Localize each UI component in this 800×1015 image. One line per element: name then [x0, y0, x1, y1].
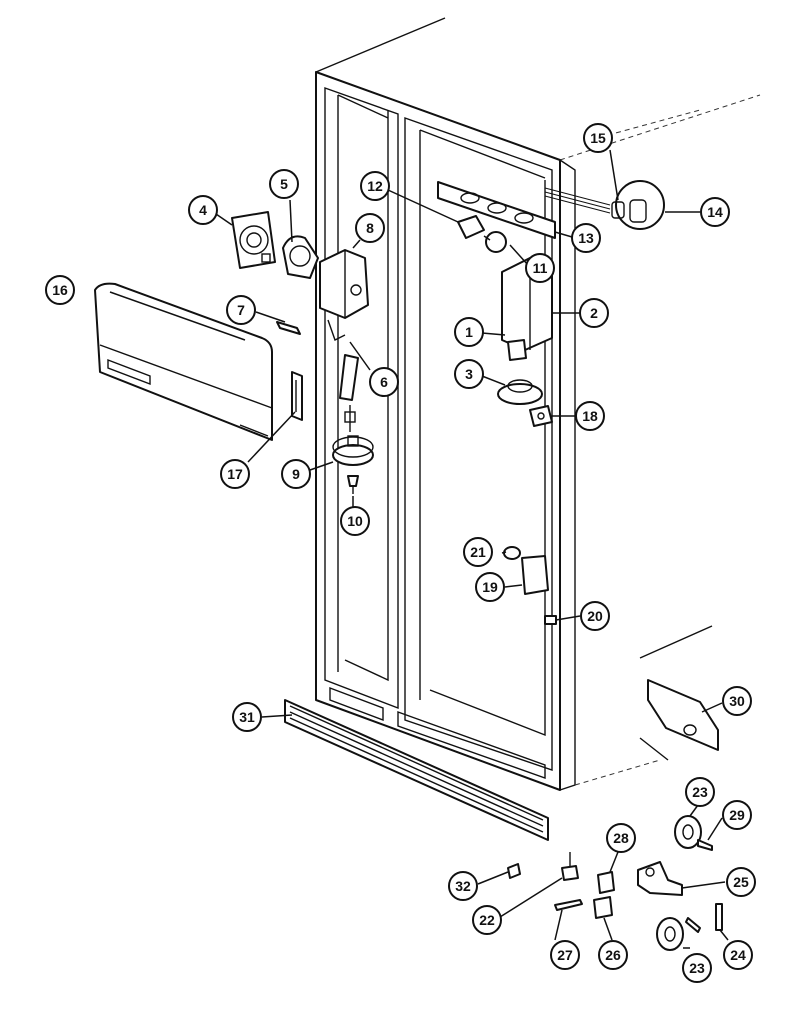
callout-label: 9 — [292, 466, 300, 482]
leveling-nut — [561, 852, 579, 881]
kickplate-clip — [507, 863, 521, 879]
callout-label: 17 — [227, 466, 243, 482]
roller-wheel-lower — [656, 917, 684, 951]
light-bracket — [437, 181, 556, 239]
freezer-control-panel — [94, 282, 273, 441]
callout-label: 15 — [590, 130, 606, 146]
callout-label: 4 — [199, 202, 207, 218]
callout-label: 30 — [729, 693, 745, 709]
callout-20: 20 — [580, 601, 610, 631]
callout-13: 13 — [571, 223, 601, 253]
callout-12: 12 — [360, 171, 390, 201]
callout-label: 23 — [692, 784, 708, 800]
callout-label: 2 — [590, 305, 598, 321]
callout-label: 12 — [367, 178, 383, 194]
callout-19: 19 — [475, 572, 505, 602]
callout-label: 11 — [533, 260, 548, 276]
callout-label: 10 — [347, 513, 363, 529]
callout-label: 28 — [613, 830, 629, 846]
callout-22: 22 — [472, 905, 502, 935]
control-knob — [332, 435, 374, 466]
callout-31: 31 — [232, 702, 262, 732]
knob-screw — [347, 475, 359, 494]
callout-4: 4 — [188, 195, 218, 225]
callout-17: 17 — [220, 459, 250, 489]
callout-6: 6 — [369, 367, 399, 397]
roller-wheel-upper — [674, 815, 702, 849]
door-bracket — [291, 371, 303, 421]
callout-32: 32 — [448, 871, 478, 901]
callout-label: 13 — [578, 230, 594, 246]
roller-axle-pins — [685, 839, 723, 933]
callout-29: 29 — [722, 800, 752, 830]
leader-lines — [109, 149, 729, 949]
callout-11: 11 — [525, 253, 555, 283]
callout-label: 20 — [587, 608, 603, 624]
callout-24: 24 — [723, 940, 753, 970]
callout-1: 1 — [454, 317, 484, 347]
callout-9: 9 — [281, 459, 311, 489]
callout-3: 3 — [454, 359, 484, 389]
callout-10: 10 — [340, 506, 370, 536]
callout-7: 7 — [226, 295, 256, 325]
callout-label: 29 — [729, 807, 745, 823]
callout-label: 31 — [239, 709, 255, 725]
callout-label: 32 — [455, 878, 471, 894]
callout-label: 26 — [605, 947, 621, 963]
callout-label: 6 — [380, 374, 388, 390]
callout-18: 18 — [575, 401, 605, 431]
callout-label: 5 — [280, 176, 288, 192]
callout-15: 15 — [583, 123, 613, 153]
callout-label: 16 — [52, 282, 68, 298]
callout-26: 26 — [598, 940, 628, 970]
leveling-screw — [554, 899, 583, 911]
callout-25: 25 — [726, 867, 756, 897]
callout-8: 8 — [355, 213, 385, 243]
callout-label: 27 — [557, 947, 573, 963]
control-shaft — [339, 354, 359, 432]
control-housing — [319, 249, 369, 341]
kickplate-grille — [284, 699, 549, 841]
callout-label: 21 — [470, 544, 486, 560]
callout-23-upper: 23 — [685, 777, 715, 807]
cabinet — [315, 17, 761, 791]
callout-label: 24 — [730, 947, 746, 963]
callout-16: 16 — [45, 275, 75, 305]
callout-5: 5 — [269, 169, 299, 199]
callout-label: 23 — [689, 960, 705, 976]
hinge-bracket — [639, 625, 719, 761]
water-fittings — [544, 180, 665, 230]
thermostat — [529, 405, 553, 427]
door-stop-bracket — [503, 546, 557, 625]
callout-30: 30 — [722, 686, 752, 716]
callout-21: 21 — [463, 537, 493, 567]
callout-28: 28 — [606, 823, 636, 853]
callout-label: 1 — [465, 324, 473, 340]
callout-27: 27 — [550, 940, 580, 970]
callout-label: 14 — [707, 204, 723, 220]
callout-14: 14 — [700, 197, 730, 227]
light-switch — [507, 339, 527, 361]
light-bulb — [483, 231, 507, 253]
lamp-socket — [457, 215, 485, 239]
callout-label: 7 — [237, 302, 245, 318]
callout-2: 2 — [579, 298, 609, 328]
callout-label: 3 — [465, 366, 473, 382]
wire-clip — [276, 321, 301, 335]
roller-bracket — [593, 871, 615, 919]
callout-label: 18 — [582, 408, 598, 424]
damper-housing — [231, 211, 276, 269]
callout-label: 22 — [479, 912, 495, 928]
damper-motor — [282, 235, 319, 279]
callout-label: 19 — [482, 579, 498, 595]
lower-hinge — [637, 861, 683, 896]
callout-label: 8 — [366, 220, 374, 236]
callout-label: 25 — [733, 874, 749, 890]
callout-23-lower: 23 — [682, 953, 712, 983]
thermostat-knob — [497, 379, 543, 405]
